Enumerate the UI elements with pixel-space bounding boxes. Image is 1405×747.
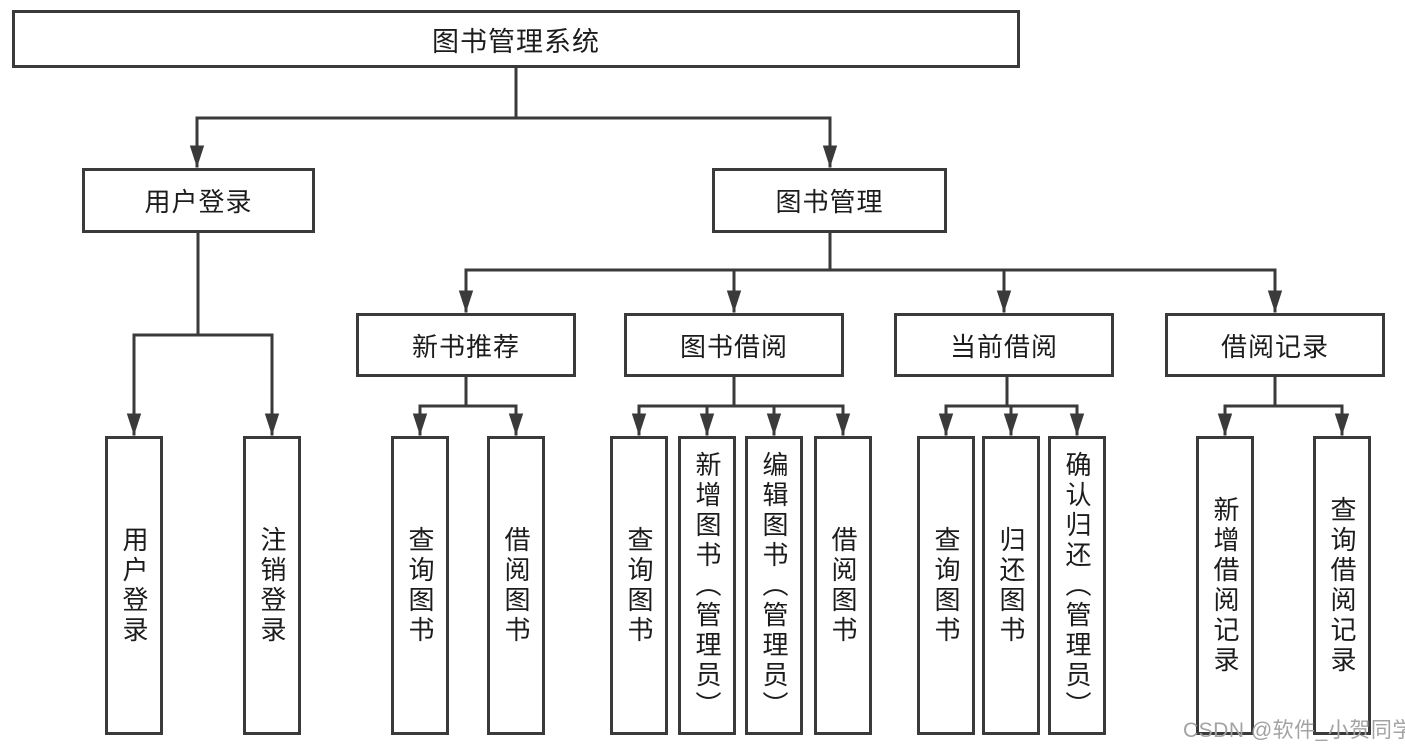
node-newrec-borrow-books-label: 借阅图书	[501, 525, 531, 646]
node-borrowing-borrow-books: 借阅图书	[814, 436, 872, 735]
node-borrowing-edit-books-admin: 编辑图书（管理员）	[745, 436, 803, 735]
node-borrowing-records: 借阅记录	[1165, 313, 1385, 377]
node-library-management-system-label: 图书管理系统	[432, 26, 600, 57]
node-library-management-system: 图书管理系统	[12, 10, 1020, 68]
node-newrec-borrow-books: 借阅图书	[487, 436, 545, 735]
node-current-borrowing: 当前借阅	[894, 313, 1114, 377]
node-user-login: 用户登录	[82, 168, 315, 233]
node-book-management: 图书管理	[712, 168, 947, 233]
node-current-borrowing-label: 当前借阅	[949, 331, 1058, 362]
node-records-query-record: 查询借阅记录	[1313, 436, 1371, 735]
node-borrowing-records-label: 借阅记录	[1220, 331, 1329, 362]
node-newrec-query-books-label: 查询图书	[405, 525, 435, 646]
node-borrowing-query-books-label: 查询图书	[624, 525, 654, 646]
node-book-borrowing-label: 图书借阅	[679, 331, 788, 362]
node-new-book-recommend-label: 新书推荐	[411, 331, 520, 362]
node-current-confirm-return-admin-label: 确认归还（管理员）	[1062, 450, 1092, 721]
node-leaf-logout-label: 注销登录	[257, 525, 287, 646]
node-user-login-label: 用户登录	[144, 187, 253, 217]
node-records-query-record-label: 查询借阅记录	[1327, 495, 1357, 676]
node-current-query-books-label: 查询图书	[931, 525, 961, 646]
node-current-confirm-return-admin: 确认归还（管理员）	[1048, 436, 1106, 735]
node-book-borrowing: 图书借阅	[624, 313, 844, 377]
node-borrowing-query-books: 查询图书	[610, 436, 668, 735]
node-new-book-recommend: 新书推荐	[356, 313, 576, 377]
csdn-watermark: CSDN @软件_小贺同学	[1183, 719, 1405, 742]
node-leaf-user-login-label: 用户登录	[119, 525, 149, 646]
node-borrowing-add-books-admin: 新增图书（管理员）	[678, 436, 736, 735]
node-current-return-books-label: 归还图书	[996, 525, 1026, 646]
node-current-return-books: 归还图书	[982, 436, 1040, 735]
node-newrec-query-books: 查询图书	[391, 436, 449, 735]
node-current-query-books: 查询图书	[917, 436, 975, 735]
node-leaf-user-login: 用户登录	[105, 436, 163, 735]
node-borrowing-edit-books-admin-label: 编辑图书（管理员）	[759, 450, 789, 721]
node-records-add-record-label: 新增借阅记录	[1210, 495, 1240, 676]
node-borrowing-borrow-books-label: 借阅图书	[828, 525, 858, 646]
node-leaf-logout: 注销登录	[243, 436, 301, 735]
node-book-management-label: 图书管理	[775, 187, 884, 217]
node-records-add-record: 新增借阅记录	[1196, 436, 1254, 735]
node-borrowing-add-books-admin-label: 新增图书（管理员）	[692, 450, 722, 721]
